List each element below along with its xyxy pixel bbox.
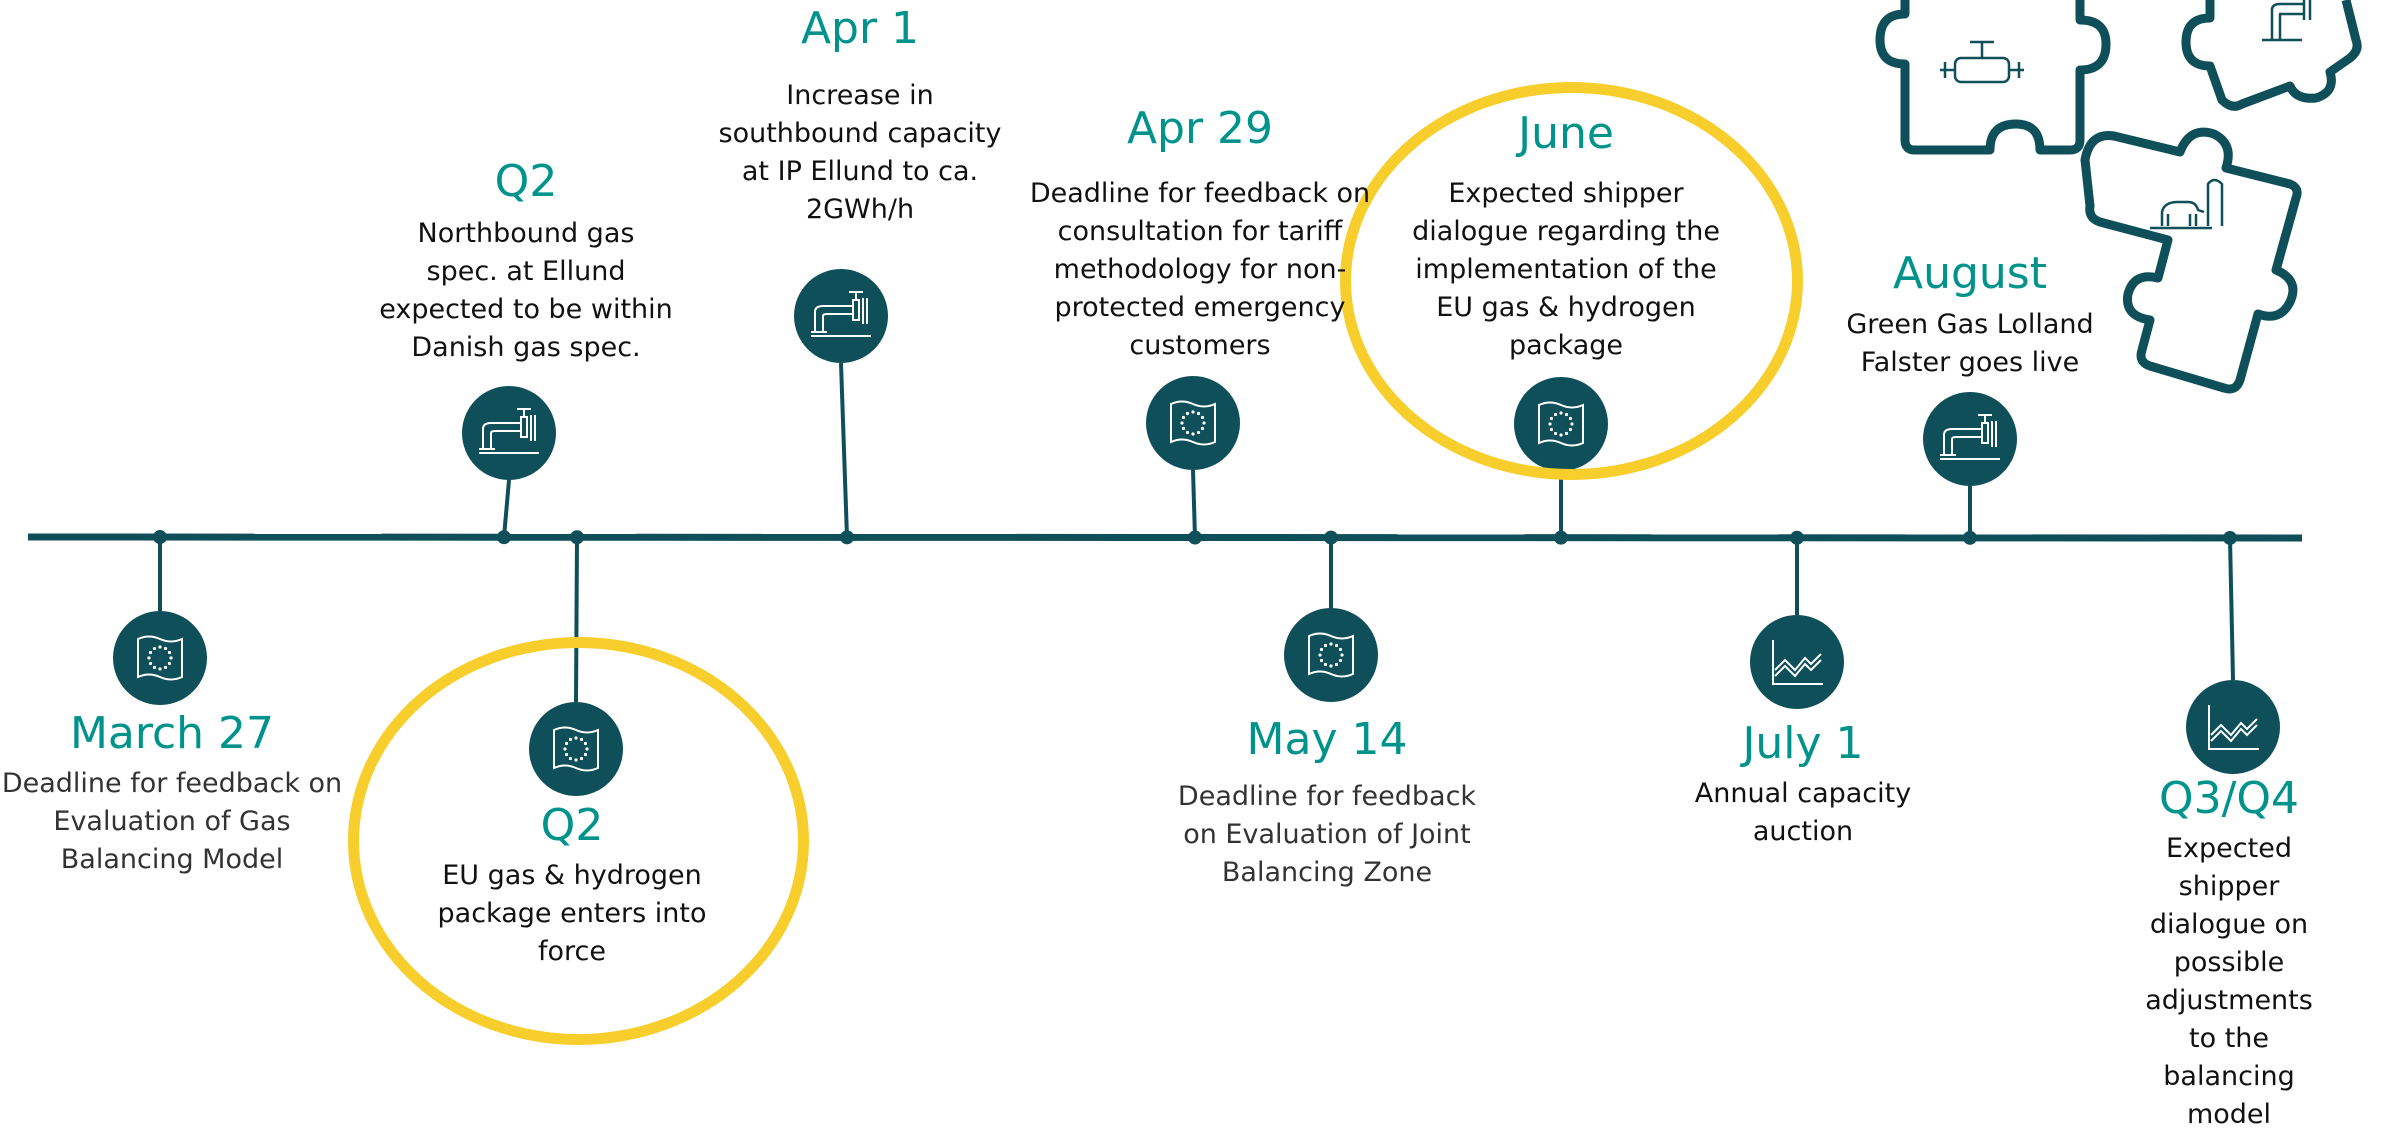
- puzzle-piece-1: [1875, 0, 2111, 155]
- axis-dot-may14: [1324, 530, 1338, 545]
- axis-dot-q3q4: [2223, 530, 2237, 545]
- event-text-july1: Annual capacity auction: [1694, 778, 1912, 847]
- node-august: [1923, 392, 2017, 486]
- axis-dot-march27: [153, 530, 167, 545]
- gas-pipe-valve-icon: [2262, 0, 2312, 42]
- axis-dot-apr1: [840, 530, 854, 545]
- event-date-july1: July 1: [1742, 718, 1864, 769]
- stem-apr29: [1191, 469, 1197, 538]
- axis-dot-q2-north: [497, 530, 511, 545]
- node-apr1: [794, 269, 888, 363]
- event-date-june: June: [1518, 108, 1614, 159]
- node-q3q4: [2186, 680, 2280, 774]
- node-july1: [1750, 615, 1844, 709]
- axis-dot-july1: [1790, 530, 1804, 545]
- event-date-august: August: [1893, 248, 2047, 299]
- event-date-q2-eu: Q2: [540, 800, 604, 851]
- event-text-q2-eu: EU gas & hydrogen package enters into fo…: [437, 860, 707, 967]
- puzzle-decoration: [1875, 0, 2362, 394]
- axis-dot-apr29: [1188, 530, 1202, 545]
- event-text-q2-north: Northbound gas spec. at Ellund expected …: [379, 218, 673, 363]
- event-date-march27: March 27: [69, 708, 275, 759]
- event-text-august: Green Gas Lolland Falster goes live: [1846, 309, 2094, 378]
- event-text-apr1: Increase in southbound capacity at IP El…: [718, 80, 1002, 225]
- node-q2-north: [462, 386, 556, 480]
- puzzle-piece-2: [2181, 0, 2362, 111]
- gas-pipe-valve-icon: [1940, 40, 2024, 84]
- event-text-apr29: Deadline for feedback on consultation fo…: [1029, 178, 1371, 361]
- event-text-q3q4: Expected shipper dialogue on possible ad…: [2145, 833, 2313, 1130]
- event-text-may14: Deadline for feedback on Evaluation of J…: [1177, 781, 1477, 888]
- event-text-june: Expected shipper dialogue regarding the …: [1412, 178, 1720, 361]
- node-march27: [113, 611, 207, 705]
- timeline-axis: [27, 533, 2303, 542]
- event-text-march27: Deadline for feedback on Evaluation of G…: [1, 768, 343, 875]
- axis-dot-q2-eu: [570, 530, 584, 545]
- event-date-may14: May 14: [1246, 714, 1408, 765]
- event-date-apr1: Apr 1: [800, 3, 920, 54]
- axis-dot-june: [1554, 530, 1568, 545]
- stem-q3q4: [2228, 537, 2235, 681]
- stem-apr1: [839, 362, 849, 538]
- axis-dot-august: [1963, 530, 1977, 545]
- puzzle-piece-3: [2080, 127, 2302, 394]
- node-may14: [1284, 608, 1378, 702]
- highlight-circle-june: [1340, 82, 1803, 480]
- biogas-cow-icon: [2150, 178, 2224, 230]
- event-date-apr29: Apr 29: [1126, 103, 1274, 154]
- stem-q2-north: [502, 479, 511, 538]
- event-date-q3q4: Q3/Q4: [2158, 773, 2300, 824]
- event-date-q2-north: Q2: [494, 156, 558, 207]
- node-apr29: [1146, 376, 1240, 470]
